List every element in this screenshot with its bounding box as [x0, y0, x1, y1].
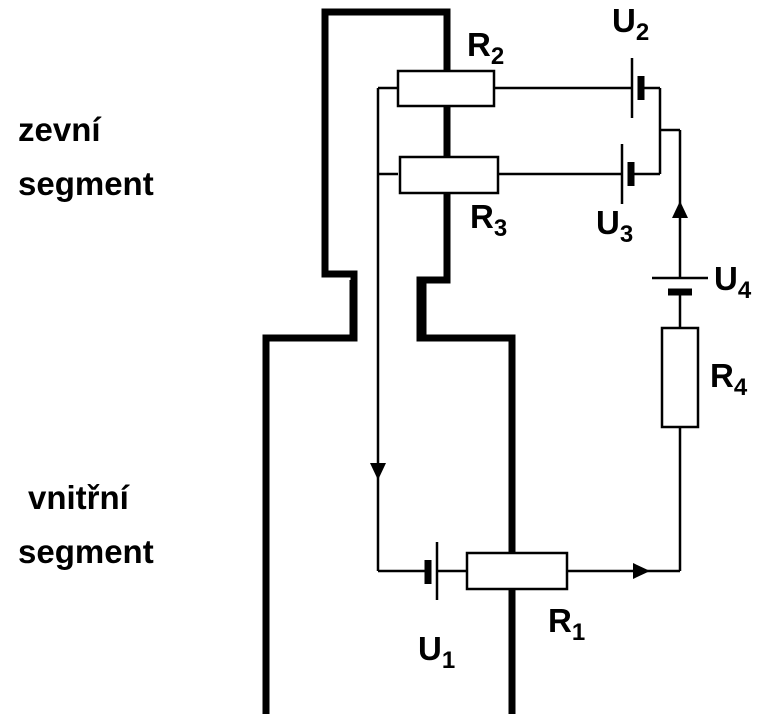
inner-segment-label-line2: segment — [18, 533, 154, 570]
outer-segment-label-line2: segment — [18, 165, 154, 202]
label-u4: U4 — [714, 260, 752, 304]
resistor-r3 — [398, 155, 500, 195]
inner-segment-label-line1: vnitřní — [28, 479, 131, 516]
label-r1: R1 — [548, 602, 585, 646]
label-r3: R3 — [470, 198, 507, 242]
label-r4: R4 — [710, 357, 748, 401]
arrow-up-icon — [672, 201, 688, 218]
label-r2: R2 — [467, 26, 504, 70]
component-labels: R2 U2 R3 U3 U4 R4 U1 R1 — [418, 2, 752, 674]
resistor-r4 — [660, 326, 700, 429]
battery-u4 — [652, 276, 708, 296]
outer-segment-outline — [262, 8, 516, 714]
current-arrows — [370, 201, 688, 579]
resistors — [396, 69, 700, 591]
batteries — [424, 58, 708, 600]
arrow-right-icon — [633, 563, 650, 579]
cell-outline — [262, 8, 516, 714]
battery-u1 — [424, 542, 439, 600]
battery-u2 — [630, 58, 645, 118]
arrow-down-icon — [370, 463, 386, 480]
resistor-r2 — [396, 69, 496, 108]
label-u3: U3 — [596, 204, 633, 248]
label-u1: U1 — [418, 630, 455, 674]
resistor-r1 — [465, 551, 569, 591]
outer-segment-label-line1: zevní — [18, 111, 102, 148]
label-u2: U2 — [612, 2, 649, 46]
segment-labels: zevní segment vnitřní segment — [18, 111, 154, 570]
battery-u3 — [620, 144, 635, 204]
